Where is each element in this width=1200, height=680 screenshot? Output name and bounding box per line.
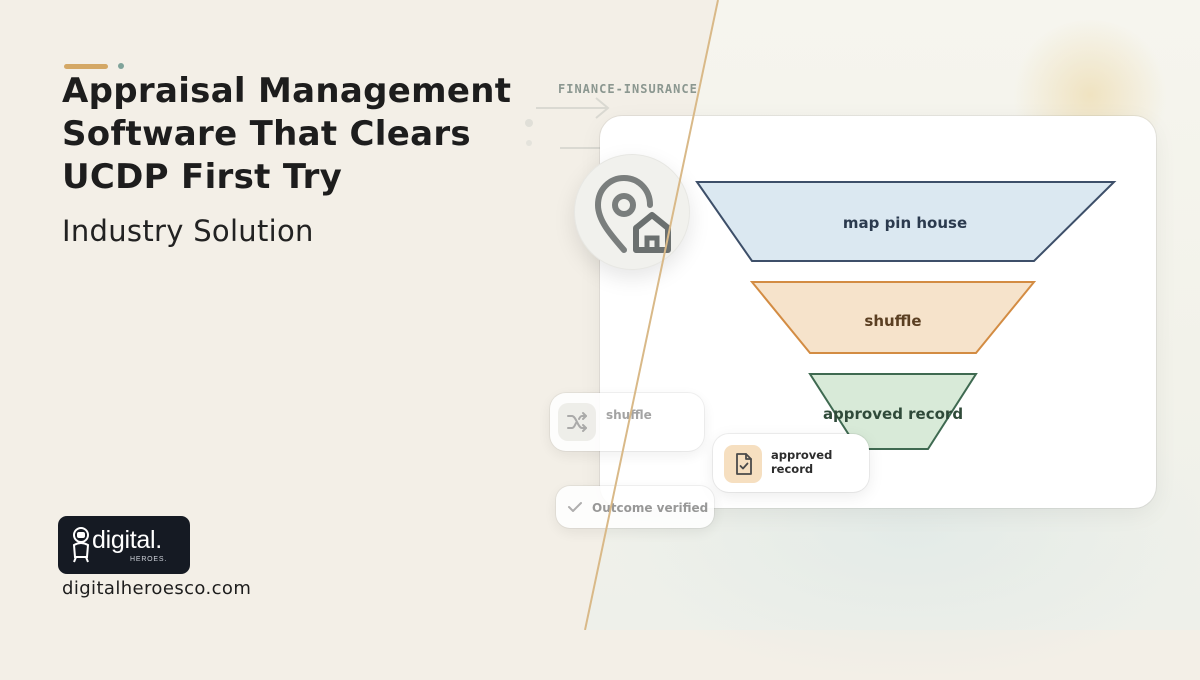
accent-bar xyxy=(64,64,108,69)
check-icon xyxy=(568,502,582,512)
website-url[interactable]: digitalheroesco.com xyxy=(62,578,252,599)
funnel-stage-1-label: map pin house xyxy=(843,214,967,232)
file-check-icon-tile xyxy=(724,445,762,483)
file-check-icon xyxy=(736,453,752,475)
page-title: Appraisal Management Software That Clear… xyxy=(62,71,512,197)
funnel-diagram: map pin house shuffle approved record xyxy=(695,181,1117,450)
page-subtitle: Industry Solution xyxy=(62,214,314,248)
funnel-stage-2-label: shuffle xyxy=(864,312,921,330)
funnel-stage-3-label: approved record xyxy=(823,405,963,423)
outcome-verified-chip: Outcome verified xyxy=(556,486,714,528)
outcome-verified-label: Outcome verified xyxy=(592,501,709,515)
funnel-stage-3: approved record xyxy=(808,373,978,450)
shuffle-chip-label: shuffle xyxy=(606,408,652,422)
approved-record-chip-label: approved record xyxy=(771,448,833,476)
funnel-stage-2: shuffle xyxy=(749,281,1037,354)
funnel-stage-1: map pin house xyxy=(695,181,1117,262)
approved-record-chip: approved record xyxy=(713,434,869,492)
shuffle-icon xyxy=(567,412,587,432)
accent-dot xyxy=(118,63,124,69)
logo-subtext: HEROES. xyxy=(130,556,168,563)
astronaut-icon xyxy=(72,527,90,563)
logo-wordmark: digital. xyxy=(92,526,162,554)
shuffle-icon-tile xyxy=(558,403,596,441)
brand-logo[interactable]: digital. HEROES. xyxy=(58,516,190,574)
shuffle-chip: shuffle xyxy=(550,393,704,451)
